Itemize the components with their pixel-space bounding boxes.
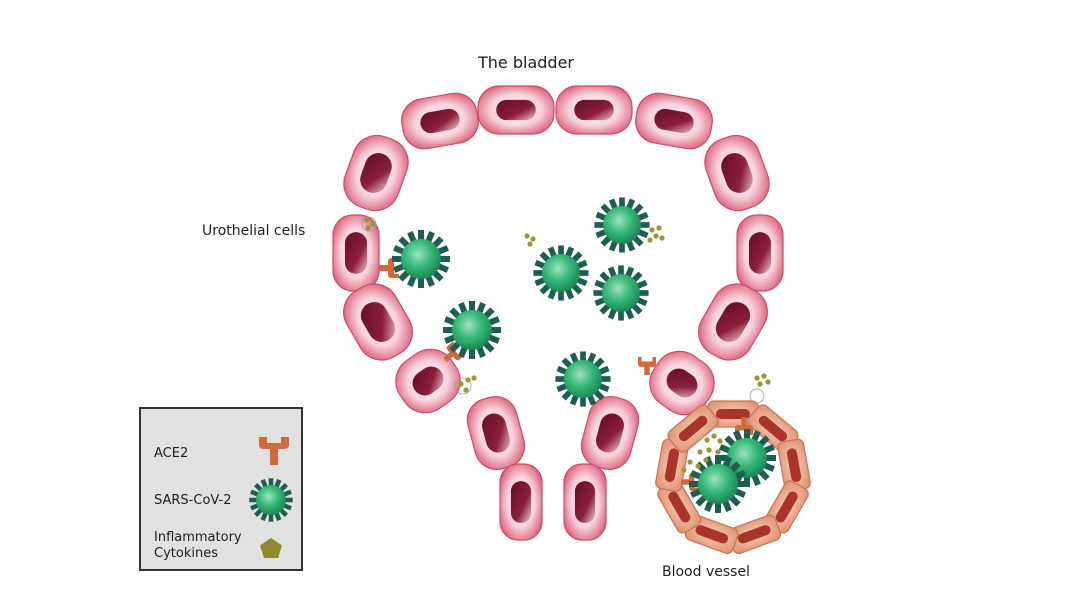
cytokine: [697, 449, 703, 455]
cytokine-group: [361, 216, 771, 473]
urothelial-cell: [499, 463, 543, 541]
virus-particle: [594, 197, 650, 253]
nucleus: [595, 413, 625, 453]
cytokine: [463, 387, 469, 393]
nucleus: [668, 491, 691, 523]
urothelial-cell-layer: [332, 85, 784, 541]
nucleus: [664, 448, 679, 483]
ace2-receptor: [379, 258, 399, 278]
cytokine: [527, 241, 533, 247]
nucleus: [737, 525, 771, 544]
nucleus: [344, 232, 368, 274]
nucleus: [787, 448, 802, 483]
vessel-cell: [777, 438, 811, 492]
cytokine: [458, 381, 464, 387]
cytokine: [653, 233, 659, 239]
urothelial-cell: [555, 85, 633, 135]
nucleus: [758, 415, 788, 442]
urothelial-cell: [395, 348, 461, 414]
cytokine: [695, 463, 701, 469]
urothelial-cell: [343, 134, 409, 212]
cytokine: [647, 237, 653, 243]
cytokine: [703, 457, 709, 463]
urothelial-cell: [332, 214, 380, 292]
urothelial-cell: [580, 396, 640, 470]
cytokine: [530, 236, 536, 242]
urothelial-cell: [635, 92, 713, 150]
legend-box: ACE2 SARS-CoV-2 Inflammatory Cytokines: [139, 407, 303, 571]
legend-label-sars-cov-2: SARS-CoV-2: [154, 493, 232, 508]
cytokine: [524, 233, 530, 239]
pentagon-icon: [260, 538, 282, 558]
urothelial-cell: [477, 85, 555, 135]
nucleus: [695, 525, 729, 544]
urothelial-cell: [401, 92, 479, 150]
urothelial-cell: [698, 283, 768, 361]
nucleus: [748, 232, 772, 274]
cytokine: [471, 375, 477, 381]
virus-particle: [533, 245, 589, 301]
ace2-receptor-icon: [259, 437, 289, 465]
virus-particle: [392, 230, 450, 288]
blood-vessel: [655, 400, 811, 554]
urothelial-cell: [704, 134, 770, 212]
nucleus: [496, 99, 536, 121]
cytokine: [706, 447, 712, 453]
cytokine: [687, 459, 693, 465]
cytokine: [704, 437, 710, 443]
nucleus: [721, 153, 753, 193]
cytokine: [715, 449, 721, 455]
cytokine: [717, 438, 723, 444]
nucleus: [775, 491, 798, 523]
cytokine: [365, 225, 371, 231]
nucleus: [510, 481, 532, 523]
nucleus: [654, 108, 694, 134]
cytokine: [761, 373, 767, 379]
cytokine: [681, 467, 687, 473]
blood-vessel-label: Blood vessel: [662, 564, 750, 580]
virus-particle: [249, 478, 293, 522]
nucleus: [420, 108, 460, 134]
ace2-receptor: [638, 357, 656, 375]
cytokine: [656, 225, 662, 231]
nucleus: [715, 302, 751, 342]
nucleus: [481, 413, 511, 453]
cytokine: [370, 221, 376, 227]
virus-particle: [555, 351, 611, 407]
nucleus: [716, 409, 750, 419]
urothelial-cell: [466, 396, 526, 470]
cytokine: [765, 379, 771, 385]
cytokine: [711, 433, 717, 439]
urothelial-cell: [649, 350, 715, 416]
urothelial-cells-label: Urothelial cells: [202, 223, 306, 239]
nucleus: [574, 481, 596, 523]
cytokine: [649, 227, 655, 233]
urothelial-cell: [343, 283, 413, 361]
cytokine: [757, 381, 763, 387]
legend-label-inflammatory-cytokines: Inflammatory Cytokines: [154, 530, 242, 561]
urothelial-cell: [563, 463, 607, 541]
virus-icon: [249, 478, 293, 522]
virus-particle: [443, 301, 501, 359]
cytokine: [364, 217, 370, 223]
cytokine: [659, 235, 665, 241]
nucleus: [360, 302, 396, 342]
nucleus: [678, 415, 708, 442]
vessel-cell: [667, 404, 719, 453]
nucleus: [412, 366, 444, 396]
cytokine: [754, 375, 760, 381]
diagram-title: The bladder: [478, 53, 574, 72]
virus-particle: [593, 265, 649, 321]
nucleus: [574, 99, 614, 121]
nucleus: [666, 368, 698, 398]
nucleus: [360, 153, 392, 193]
legend-label-ace2: ACE2: [154, 446, 189, 461]
urothelial-cell: [736, 214, 784, 292]
